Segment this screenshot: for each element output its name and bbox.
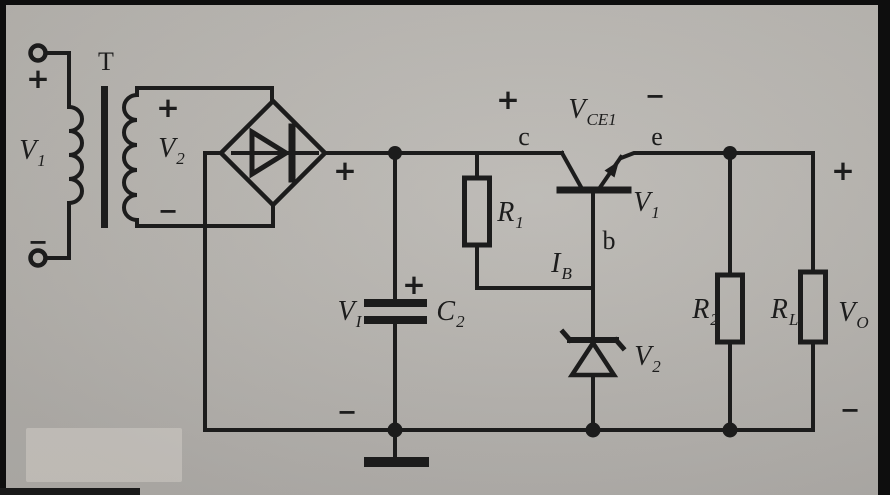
node-dot <box>585 422 601 438</box>
label-vce: VCE1 <box>568 94 617 129</box>
base-current-wire <box>475 243 595 290</box>
label-zener: V2 <box>634 341 661 376</box>
label-secondary-voltage: V2 <box>158 133 185 168</box>
primary-winding-icon <box>66 104 84 206</box>
transistor-icon <box>556 150 815 341</box>
frame-edge-right <box>878 0 890 495</box>
label-input-voltage: VI <box>337 296 362 331</box>
wire-emitter-rail <box>618 151 815 161</box>
node-dot <box>387 422 403 438</box>
input-terminal-top-icon <box>28 43 48 63</box>
label-collector: c <box>518 122 530 151</box>
label-r1: R1 <box>497 197 524 232</box>
bridge-negative-lead <box>203 151 223 432</box>
label-source-minus: − <box>27 228 49 256</box>
collector-lead <box>559 150 584 190</box>
zener-diode-icon <box>559 328 627 432</box>
label-source-plus: + <box>26 62 50 95</box>
transformer-core-icon <box>101 86 108 228</box>
label-capacitor: C2 <box>436 296 465 331</box>
frame-edge-top <box>0 0 890 5</box>
emitter-arrow-icon <box>604 161 619 178</box>
secondary-winding-icon <box>122 92 140 223</box>
node-dot <box>722 422 738 438</box>
label-r2: R2 <box>692 294 719 329</box>
label-secondary-minus: − <box>157 197 179 225</box>
label-output-minus: − <box>839 396 861 424</box>
label-transistor: V1 <box>633 187 660 222</box>
frame-edge-left <box>0 0 6 495</box>
label-secondary-plus: + <box>156 91 180 124</box>
label-output-plus: + <box>831 154 855 187</box>
label-source-voltage: V1 <box>19 135 46 170</box>
transformer-icon <box>28 43 275 268</box>
bridge-rectifier-icon <box>203 97 329 432</box>
capacitor-icon <box>364 151 427 432</box>
node-dot <box>723 146 737 160</box>
resistor-r2-icon <box>715 151 745 432</box>
label-rl: RL <box>770 294 799 329</box>
paper-light-patch <box>26 428 182 482</box>
resistor-rl-icon <box>798 151 828 432</box>
frame-edge-bottom <box>0 488 140 495</box>
label-bridge-plus: + <box>333 154 357 187</box>
label-emitter: e <box>651 122 663 151</box>
diode-triangle-icon <box>249 127 291 179</box>
label-vce-minus: − <box>644 82 666 110</box>
label-vce-plus: + <box>496 83 520 116</box>
resistor-r1-icon <box>462 151 595 290</box>
label-transformer: T <box>98 47 114 76</box>
junction-dots <box>387 146 738 438</box>
node-dot <box>388 146 402 160</box>
label-ground-minus: − <box>336 398 358 426</box>
label-cap-plus: + <box>402 268 426 301</box>
label-output-voltage: VO <box>838 297 869 332</box>
label-base-current: IB <box>551 248 572 283</box>
label-base: b <box>602 226 616 255</box>
